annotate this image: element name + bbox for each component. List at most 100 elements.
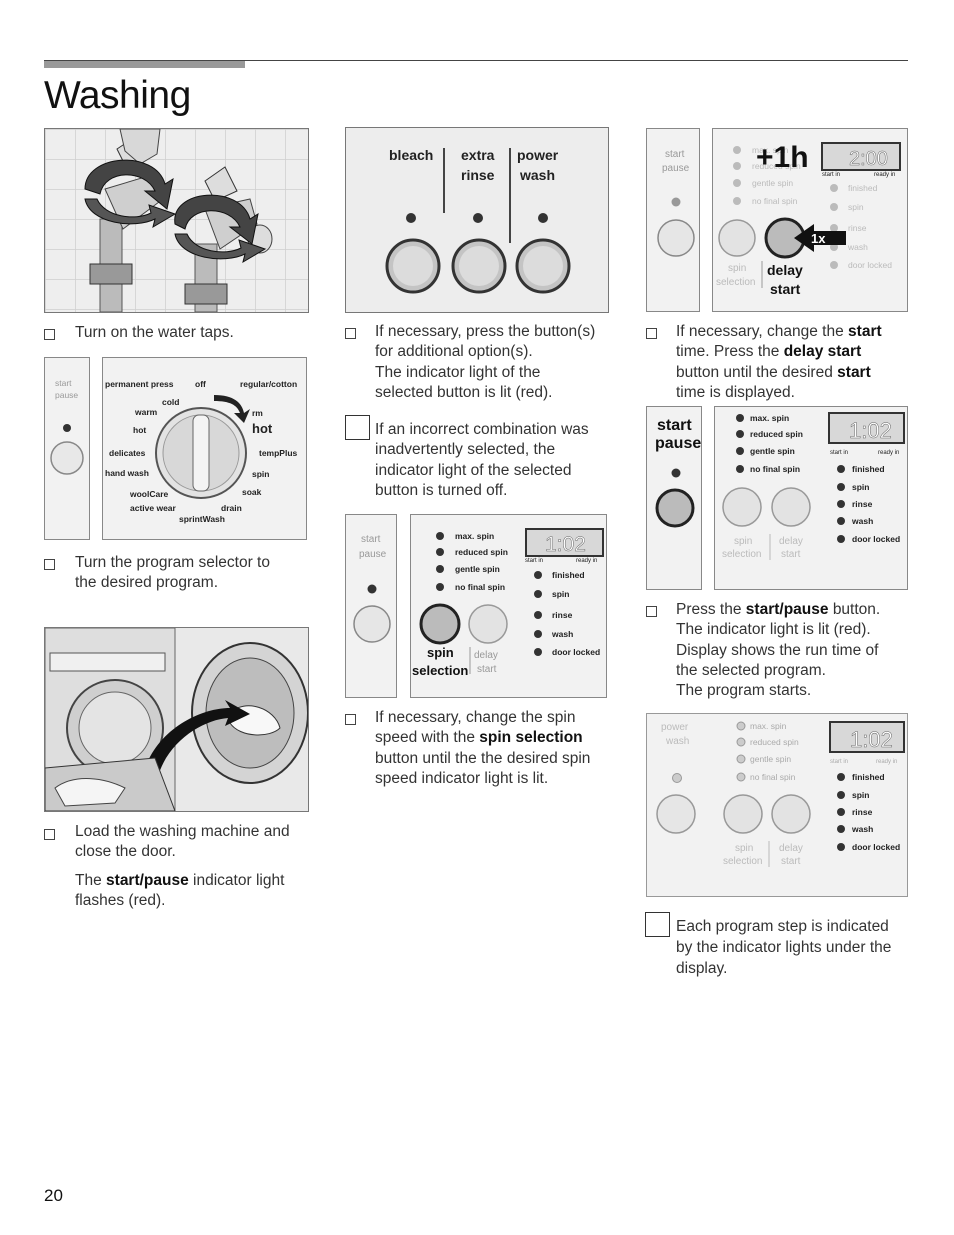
page-number: 20 xyxy=(44,1186,63,1205)
delay-label-1: delay xyxy=(779,536,803,547)
start-in-label: start in xyxy=(830,759,848,765)
start-in-label: start in xyxy=(830,450,848,456)
program-running-panel: power wash max. spin reduced spin gentle… xyxy=(646,713,908,897)
delay-label-1: delay xyxy=(767,262,803,278)
soak-label: soak xyxy=(242,487,262,497)
spin-selection-panel: start pause max. spin reduced spin gentl… xyxy=(345,514,607,698)
note-start-pause-flashes: The start/pause indicator light flashes … xyxy=(75,872,285,910)
start-label: start xyxy=(55,378,72,388)
step-spin-speed: If necessary, change the spin speed with… xyxy=(375,709,591,787)
step-press-start-pause: Press the start/pause button. The indica… xyxy=(676,601,881,700)
start-label: start xyxy=(361,534,381,545)
page-title: Washing xyxy=(44,74,191,117)
bleach-label: bleach xyxy=(389,147,433,163)
gentle-spin-label: gentle spin xyxy=(750,754,791,764)
note-icon xyxy=(645,912,670,937)
header-rule xyxy=(44,60,908,61)
spin-step-label: spin xyxy=(852,482,869,492)
ready-in-label: ready in xyxy=(874,172,895,178)
spin-step-label: spin xyxy=(852,790,869,800)
delicates-label: delicates xyxy=(109,448,146,458)
bullet-marker xyxy=(44,329,55,340)
ready-in-label: ready in xyxy=(878,450,899,456)
delay-label-2: start xyxy=(781,549,801,560)
step-load-machine: Load the washing machine and close the d… xyxy=(75,823,290,861)
spin-selection-label-2: selection xyxy=(723,856,762,867)
wash-label: wash xyxy=(519,167,555,183)
reduced-spin-label: reduced spin xyxy=(750,429,803,439)
delay-label-2: start xyxy=(477,664,497,675)
step-turn-selector: Turn the program selector to the desired… xyxy=(75,554,270,592)
spin-selection-label-1: spin xyxy=(427,645,454,660)
delay-label-2: start xyxy=(770,281,801,297)
header-accent-bar xyxy=(44,61,245,68)
door-locked-label: door locked xyxy=(852,842,900,852)
no-final-spin-label: no final spin xyxy=(750,772,796,782)
delay-label-2: start xyxy=(781,856,801,867)
finished-label: finished xyxy=(552,570,585,580)
rinse-step-label: rinse xyxy=(852,499,873,509)
note-program-step-indicator: Each program step is indicated by the in… xyxy=(676,918,892,977)
option-buttons-panel: bleach extra rinse power wash xyxy=(345,127,609,313)
program-selector-panel: start pause permanent press off regular/… xyxy=(44,357,307,540)
press-once-badge: 1x xyxy=(811,231,826,246)
rm-label: rm xyxy=(252,408,263,418)
spin-step-label: spin xyxy=(552,589,569,599)
wash-step-label: wash xyxy=(851,824,873,834)
bullet-marker xyxy=(646,328,657,339)
pause-label: pause xyxy=(55,390,78,400)
step-turn-on-taps: Turn on the water taps. xyxy=(75,324,234,341)
extra-label: extra xyxy=(461,147,495,163)
time-display: 1:02 xyxy=(850,727,893,752)
no-final-spin-label: no final spin xyxy=(455,582,505,592)
max-spin-label: max. spin xyxy=(455,531,494,541)
max-spin-label: max. spin xyxy=(752,145,789,155)
delay-label-1: delay xyxy=(779,843,803,854)
reduced-spin-label: reduced spin xyxy=(752,161,801,171)
cold-label: cold xyxy=(162,397,179,407)
rinse-step-label: rinse xyxy=(848,223,867,233)
spin-selection-label-2: selection xyxy=(412,663,468,678)
spin-selection-label-1: spin xyxy=(734,536,752,547)
start-label: start xyxy=(665,149,685,160)
max-spin-label: max. spin xyxy=(750,721,787,731)
time-display: 1:02 xyxy=(545,533,586,556)
wash-step-label: wash xyxy=(551,629,573,639)
wash-label: wash xyxy=(665,736,689,747)
wash-step-label: wash xyxy=(851,516,873,526)
delay-start-panel: start pause max. spin reduced spin gentl… xyxy=(646,128,908,312)
spin-selection-label-2: selection xyxy=(716,277,755,288)
reduced-spin-label: reduced spin xyxy=(750,737,799,747)
woolcare-label: woolCare xyxy=(129,489,169,499)
spin-step-label: spin xyxy=(848,202,864,212)
finished-label: finished xyxy=(852,772,885,782)
wash-step-label: wash xyxy=(847,242,868,252)
power-label: power xyxy=(661,722,689,733)
bullet-marker xyxy=(345,714,356,725)
no-final-spin-label: no final spin xyxy=(752,196,798,206)
time-display: 2:00 xyxy=(849,148,888,170)
door-locked-label: door locked xyxy=(848,260,892,270)
sprintwash-label: sprintWash xyxy=(179,514,225,524)
hand-wash-label: hand wash xyxy=(105,468,149,478)
spin-label: spin xyxy=(252,469,269,479)
tempplus-label: tempPlus xyxy=(259,448,298,458)
permanent-press-label: permanent press xyxy=(105,379,174,389)
ready-in-label: ready in xyxy=(576,558,597,564)
finished-label: finished xyxy=(852,464,885,474)
time-display: 1:02 xyxy=(849,418,892,443)
door-locked-label: door locked xyxy=(552,647,600,657)
pause-label: pause xyxy=(655,435,701,452)
load-machine-illustration xyxy=(44,627,309,812)
bullet-marker xyxy=(44,829,55,840)
step-press-options: If necessary, press the button(s) for ad… xyxy=(375,323,596,401)
plus-one-hour-badge: +1h xyxy=(756,141,809,174)
gentle-spin-label: gentle spin xyxy=(455,564,500,574)
hot-small-label: hot xyxy=(133,425,146,435)
regular-cotton-label: regular/cotton xyxy=(240,379,297,389)
start-label: start xyxy=(657,417,692,434)
hot-big-label: hot xyxy=(252,421,273,436)
gentle-spin-label: gentle spin xyxy=(752,178,793,188)
no-final-spin-label: no final spin xyxy=(750,464,800,474)
drain-label: drain xyxy=(221,503,242,513)
